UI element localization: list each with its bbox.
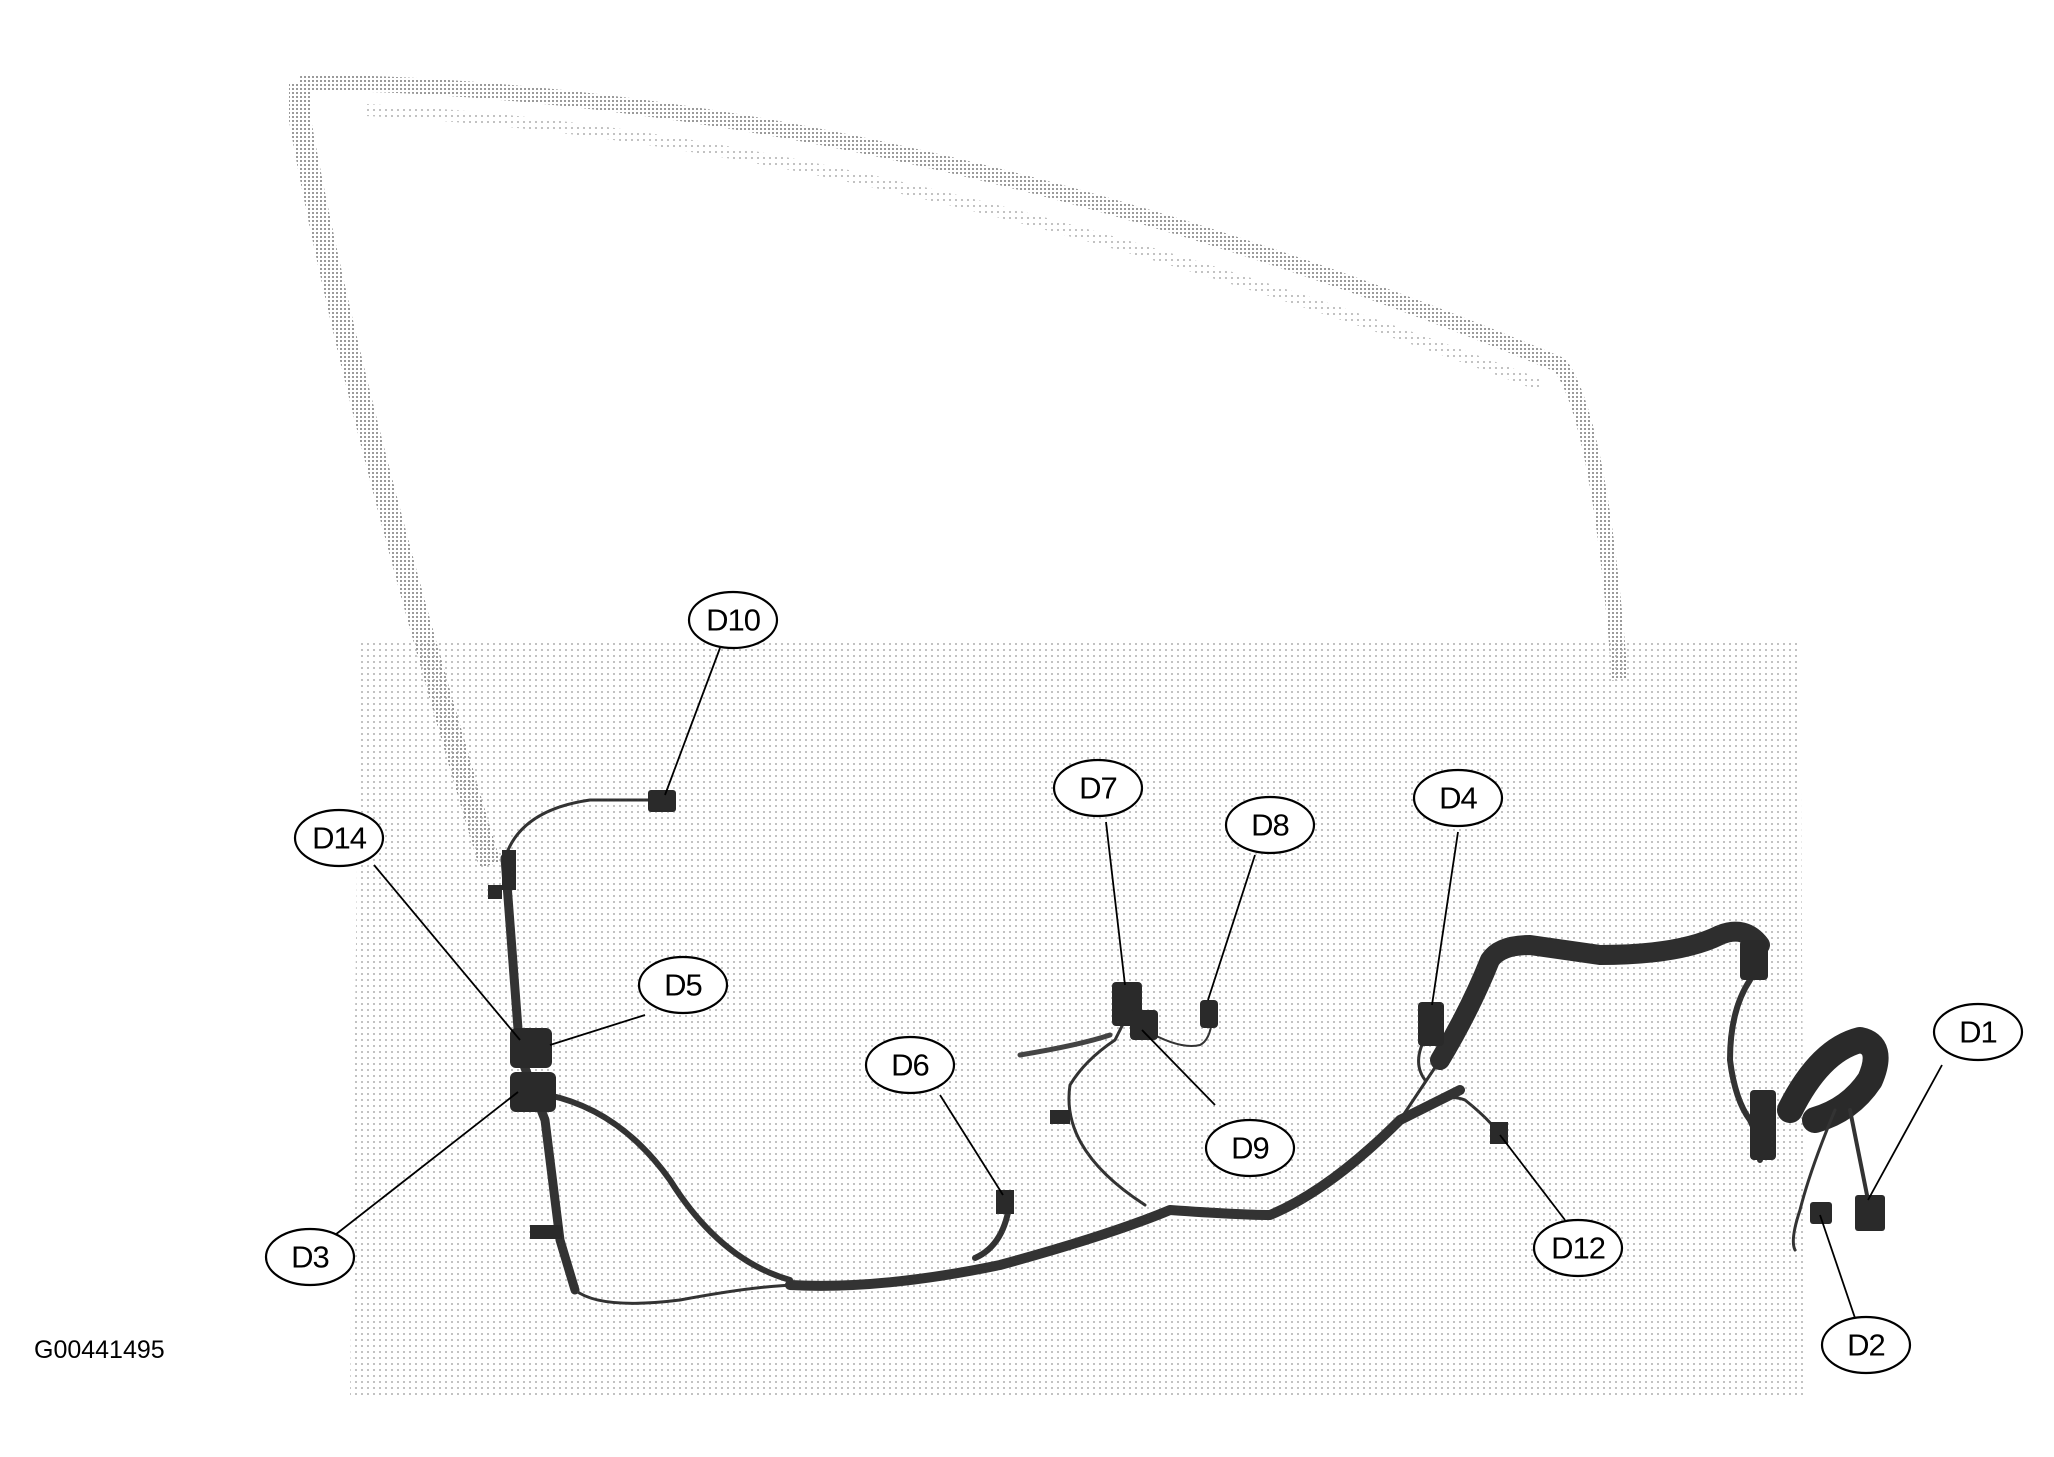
svg-text:D2: D2 <box>1847 1328 1885 1363</box>
connector-d1 <box>1855 1195 1885 1231</box>
callout-d12: D12 <box>1532 1218 1624 1278</box>
connector-right-a <box>1750 1090 1776 1160</box>
connector-d2 <box>1810 1202 1832 1224</box>
connector-small-left <box>488 885 502 899</box>
connector-lower-left <box>530 1225 562 1239</box>
callout-d2: D2 <box>1820 1315 1912 1375</box>
connector-d6 <box>996 1190 1014 1214</box>
svg-text:D3: D3 <box>291 1240 329 1275</box>
callout-d7: D7 <box>1052 758 1144 818</box>
window-frame <box>289 74 1628 869</box>
door-inner-panel <box>350 640 1805 1395</box>
callout-d1: D1 <box>1932 1002 2024 1062</box>
callout-d14: D14 <box>293 808 385 868</box>
svg-text:D7: D7 <box>1079 771 1117 806</box>
svg-text:D4: D4 <box>1439 781 1477 816</box>
connector-d8 <box>1200 1000 1218 1028</box>
connector-d4 <box>1418 1002 1444 1046</box>
callout-d8: D8 <box>1224 795 1316 855</box>
connectors <box>488 790 1885 1239</box>
callout-d6: D6 <box>864 1035 956 1095</box>
callout-d5: D5 <box>637 955 729 1015</box>
connector-d10 <box>648 790 676 812</box>
figure-id: G00441495 <box>34 1336 165 1364</box>
connector-d14 <box>502 850 516 890</box>
svg-text:D5: D5 <box>664 968 702 1003</box>
connector-branch <box>1050 1110 1070 1124</box>
leader-lines <box>334 647 1943 1319</box>
svg-text:D8: D8 <box>1251 808 1289 843</box>
callout-d4: D4 <box>1412 768 1504 828</box>
connector-d3 <box>510 1072 556 1112</box>
svg-text:D9: D9 <box>1231 1131 1269 1166</box>
svg-text:D10: D10 <box>706 603 761 638</box>
svg-text:D12: D12 <box>1551 1231 1605 1266</box>
svg-text:D1: D1 <box>1959 1015 1997 1050</box>
svg-text:D14: D14 <box>312 821 367 856</box>
callout-d3: D3 <box>264 1227 356 1287</box>
connector-upper-right <box>1740 940 1768 980</box>
connector-d9 <box>1130 1010 1158 1040</box>
callout-d9: D9 <box>1204 1118 1296 1178</box>
svg-text:D6: D6 <box>891 1048 929 1083</box>
connector-d5 <box>510 1028 552 1068</box>
callout-d10: D10 <box>687 590 779 650</box>
